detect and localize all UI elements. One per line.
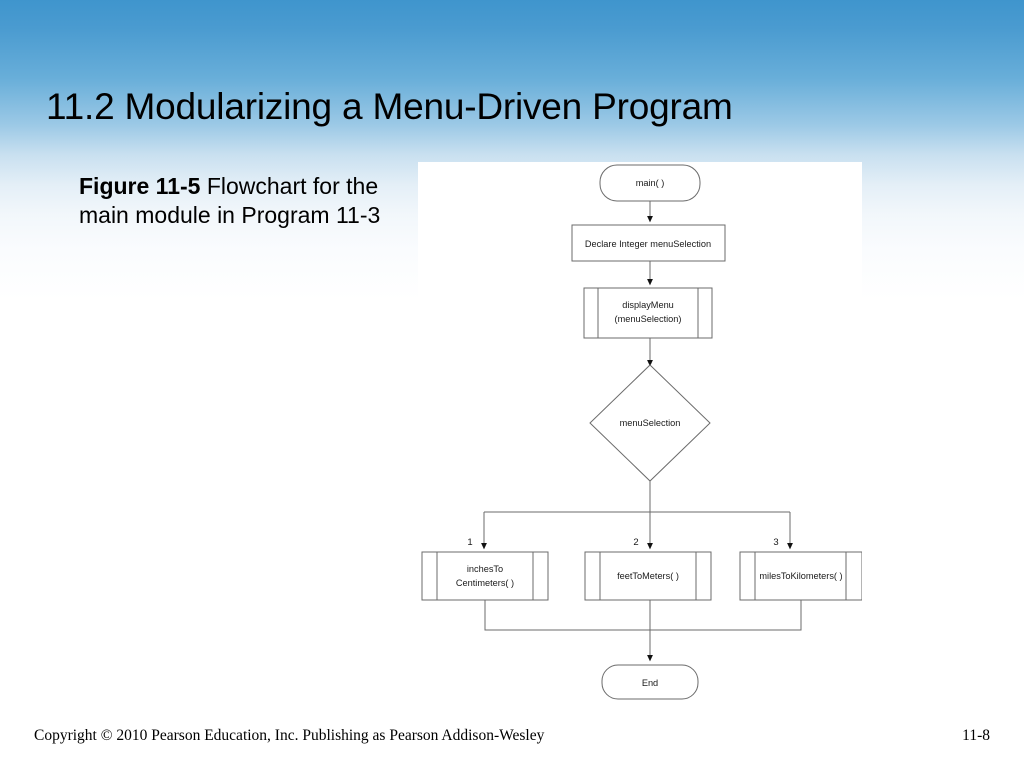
node-declare-shape xyxy=(571,224,726,262)
flowchart-figure: main( ) Declare Integer menuSelection di… xyxy=(418,162,862,709)
node-decision-label: menuSelection xyxy=(620,418,681,428)
figure-caption-label: Figure 11-5 xyxy=(79,173,201,199)
node-inchestocentimeters-shape xyxy=(421,551,549,601)
figure-caption-text: Flowchart for the main module in Program… xyxy=(79,173,381,229)
branch-label-2: 2 xyxy=(633,537,638,548)
page-title: 11.2 Modularizing a Menu-Driven Program xyxy=(46,86,733,127)
node-feettometers-label: feetToMeters( ) xyxy=(617,571,679,581)
node-declare-label: Declare Integer menuSelection xyxy=(585,239,711,249)
node-inchestocentimeters-label-line2: Centimeters( ) xyxy=(456,578,514,588)
node-end-label: End xyxy=(642,678,658,688)
node-milestokilometers-shape xyxy=(739,551,862,601)
connector-module1-merge xyxy=(484,600,650,631)
figure-caption: Figure 11-5 Flowchart for the main modul… xyxy=(79,172,404,231)
node-end-shape xyxy=(601,664,699,700)
footer-page-number: 11-8 xyxy=(962,727,990,744)
branch-label-1: 1 xyxy=(467,537,472,548)
connector-module3-merge xyxy=(650,600,802,631)
node-milestokilometers-label: milesToKilometers( ) xyxy=(759,571,842,581)
branch-label-3: 3 xyxy=(773,537,778,548)
node-inchestocentimeters-label-line1: inchesTo xyxy=(467,564,503,574)
node-displaymenu-shape xyxy=(583,287,713,339)
node-displaymenu-label-line1: displayMenu xyxy=(622,300,674,310)
node-displaymenu-label-line2: (menuSelection) xyxy=(615,314,682,324)
flowchart-svg: main( ) Declare Integer menuSelection di… xyxy=(421,164,862,700)
node-feettometers-shape xyxy=(584,551,712,601)
node-main-label: main( ) xyxy=(636,178,665,188)
footer-copyright: Copyright © 2010 Pearson Education, Inc.… xyxy=(34,727,545,744)
